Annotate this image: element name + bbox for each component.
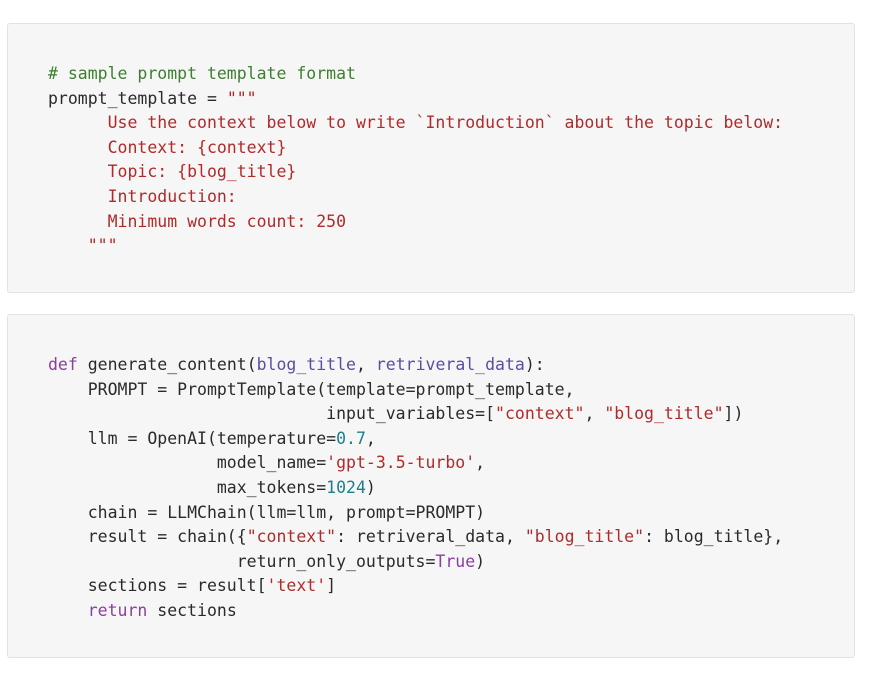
code-token: ] bbox=[326, 576, 337, 596]
code-token: blog_title bbox=[256, 355, 356, 374]
code-token: 1024 bbox=[326, 477, 366, 497]
code-token: , bbox=[584, 404, 605, 424]
code-line: return sections bbox=[48, 599, 783, 624]
code-token: retriveral_data bbox=[375, 355, 525, 374]
code-token: , bbox=[475, 453, 486, 473]
code-token: "context" bbox=[246, 527, 337, 547]
code-line: PROMPT = PromptTemplate(template=prompt_… bbox=[48, 378, 783, 403]
code-token: 'gpt-3.5-turbo' bbox=[326, 453, 476, 473]
code-token: result = chain({ bbox=[48, 527, 247, 547]
code-token: # sample prompt template format bbox=[48, 64, 356, 83]
code-token: max_tokens= bbox=[48, 477, 327, 497]
code-line: sections = result['text'] bbox=[48, 574, 783, 599]
code-token: "context" bbox=[495, 404, 585, 424]
code-token: "blog_title" bbox=[604, 404, 724, 424]
code-token: sections bbox=[147, 600, 237, 620]
code-line: model_name='gpt-3.5-turbo', bbox=[48, 451, 783, 476]
code-token: 0.7 bbox=[336, 428, 366, 448]
code-token: Introduction: bbox=[48, 186, 237, 206]
code-token: Use the context below to write `Introduc… bbox=[48, 113, 784, 133]
code-token: ) bbox=[365, 477, 376, 497]
code-token: input_variables=[ bbox=[48, 404, 496, 424]
code-token: sections = result[ bbox=[48, 576, 267, 596]
code-token: True bbox=[435, 551, 476, 571]
code-line: # sample prompt template format bbox=[48, 62, 783, 87]
code-token: Minimum words count: 250 bbox=[48, 211, 347, 231]
code-token: model_name= bbox=[48, 453, 327, 473]
code-token: generate_content( bbox=[77, 355, 257, 374]
code-line: """ bbox=[48, 234, 783, 259]
code-content: # sample prompt template format prompt_te… bbox=[48, 62, 783, 259]
code-line: def generate_content(blog_title, retrive… bbox=[48, 353, 783, 378]
code-line: Introduction: bbox=[48, 185, 783, 210]
code-token: ): bbox=[524, 355, 545, 374]
code-line: Minimum words count: 250 bbox=[48, 210, 783, 235]
code-block-generate-content: def generate_content(blog_title, retrive… bbox=[7, 314, 855, 658]
code-line: Topic: {blog_title} bbox=[48, 160, 783, 185]
code-token: prompt_template = bbox=[48, 88, 227, 108]
code-token: , bbox=[365, 428, 376, 448]
code-block-prompt-template: # sample prompt template format prompt_te… bbox=[7, 23, 855, 293]
code-line: Use the context below to write `Introduc… bbox=[48, 111, 784, 136]
code-line: prompt_template = """ bbox=[48, 87, 783, 112]
code-line: return_only_outputs=True) bbox=[48, 550, 783, 575]
code-token: return_only_outputs= bbox=[48, 551, 436, 571]
code-token: , bbox=[355, 355, 376, 374]
code-line: result = chain({"context": retriveral_da… bbox=[48, 525, 783, 550]
code-token: Topic: {blog_title} bbox=[48, 162, 297, 182]
code-token: ]) bbox=[723, 404, 744, 424]
code-token: : retriveral_data, bbox=[336, 527, 525, 547]
code-token: llm = OpenAI(temperature= bbox=[48, 428, 337, 448]
code-token: """ bbox=[226, 88, 257, 108]
code-token: : blog_title}, bbox=[644, 527, 784, 547]
code-token: ) bbox=[475, 551, 486, 571]
code-line: input_variables=["context", "blog_title"… bbox=[48, 402, 783, 427]
code-token: chain = LLMChain(llm=llm, prompt=PROMPT) bbox=[48, 502, 486, 522]
code-token: Context: {context} bbox=[48, 137, 287, 157]
code-token: PROMPT = PromptTemplate(template=prompt_… bbox=[48, 379, 575, 399]
code-line: Context: {context} bbox=[48, 136, 783, 161]
code-token: 'text' bbox=[266, 576, 327, 596]
code-token: "blog_title" bbox=[524, 527, 645, 547]
code-token: return bbox=[87, 600, 148, 620]
code-token: """ bbox=[48, 236, 118, 256]
code-token: def bbox=[48, 355, 78, 374]
code-line: max_tokens=1024) bbox=[48, 476, 783, 501]
code-line: chain = LLMChain(llm=llm, prompt=PROMPT) bbox=[48, 501, 783, 526]
code-line: llm = OpenAI(temperature=0.7, bbox=[48, 427, 783, 452]
code-content: def generate_content(blog_title, retrive… bbox=[48, 353, 783, 624]
code-token bbox=[48, 601, 88, 620]
